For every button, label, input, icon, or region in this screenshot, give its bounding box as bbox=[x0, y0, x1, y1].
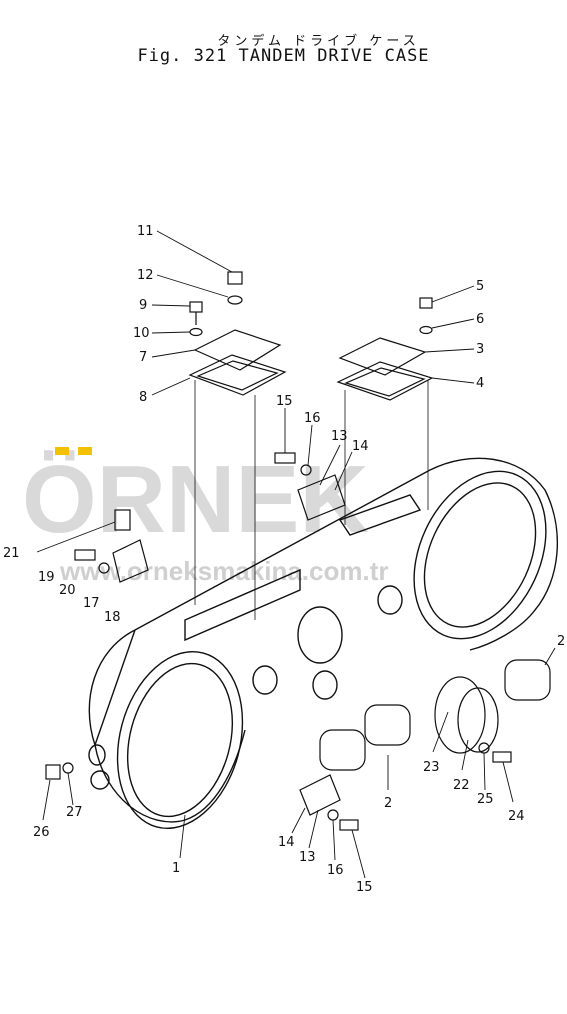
drain-plug bbox=[45, 764, 61, 780]
filler-cap bbox=[114, 509, 131, 531]
watermark-url: www.orneksmakina.com.tr bbox=[59, 556, 388, 586]
callout-15-lower: 15 bbox=[356, 880, 373, 895]
callout-24: 24 bbox=[508, 809, 525, 824]
inspection-cover-lower bbox=[299, 774, 341, 816]
callout-2-lower: 2 bbox=[384, 796, 392, 811]
callout-4: 4 bbox=[476, 376, 484, 391]
bearing-sleeve-mid bbox=[364, 704, 411, 746]
top-cover-left bbox=[188, 329, 287, 620]
callout-20: 20 bbox=[59, 583, 76, 598]
callout-11: 11 bbox=[137, 224, 154, 239]
callout-19: 19 bbox=[38, 570, 55, 585]
callout-25: 25 bbox=[477, 792, 494, 807]
breather-plug bbox=[227, 271, 243, 285]
callout-3: 3 bbox=[476, 342, 484, 357]
callout-8: 8 bbox=[139, 390, 147, 405]
callout-16-lower: 16 bbox=[327, 863, 344, 878]
watermark: ÖRNEK www.orneksmakina.com.tr bbox=[22, 446, 388, 586]
callout-27: 27 bbox=[66, 805, 83, 820]
callout-22: 22 bbox=[453, 778, 470, 793]
top-cover-seat bbox=[184, 568, 301, 642]
callout-5: 5 bbox=[476, 279, 484, 294]
figure-title: Fig. 321 TANDEM DRIVE CASE bbox=[137, 46, 430, 66]
title-japanese: タンデム ドライブ ケース bbox=[217, 34, 420, 49]
callout-6: 6 bbox=[476, 312, 484, 327]
callout-23: 23 bbox=[423, 760, 440, 775]
callout-13-lower: 13 bbox=[299, 850, 316, 865]
callout-16-upper: 16 bbox=[304, 411, 321, 426]
end-cover bbox=[457, 687, 499, 753]
callout-9: 9 bbox=[139, 298, 147, 313]
callout-21: 21 bbox=[3, 546, 20, 561]
drain-boss bbox=[88, 744, 106, 766]
bearing-sleeve-rear bbox=[504, 659, 551, 701]
front-bore-opening bbox=[116, 650, 244, 830]
side-port-cover bbox=[297, 606, 343, 664]
watermark-dot-right bbox=[78, 447, 92, 455]
callout-26: 26 bbox=[33, 825, 50, 840]
callout-13-upper: 13 bbox=[331, 429, 348, 444]
drive-case-body bbox=[88, 457, 559, 830]
callout-14-upper: 14 bbox=[352, 439, 369, 454]
rear-bore-opening bbox=[413, 470, 547, 640]
bearing-cage bbox=[434, 676, 486, 754]
callout-12: 12 bbox=[137, 268, 154, 283]
callout-18: 18 bbox=[104, 610, 121, 625]
callout-1: 1 bbox=[172, 861, 180, 876]
callout-14-lower: 14 bbox=[278, 835, 295, 850]
callout-7: 7 bbox=[139, 350, 147, 365]
callout-labels: 11 12 9 10 7 8 5 6 3 4 15 16 13 14 21 19… bbox=[3, 224, 565, 895]
callout-2-right: 2 bbox=[557, 634, 565, 649]
watermark-dot-left bbox=[55, 447, 69, 455]
callout-17: 17 bbox=[83, 596, 100, 611]
callout-15-upper: 15 bbox=[276, 394, 293, 409]
callout-10: 10 bbox=[133, 326, 150, 341]
leader-lines bbox=[36, 230, 556, 879]
bearing-sleeve-front bbox=[319, 729, 366, 771]
